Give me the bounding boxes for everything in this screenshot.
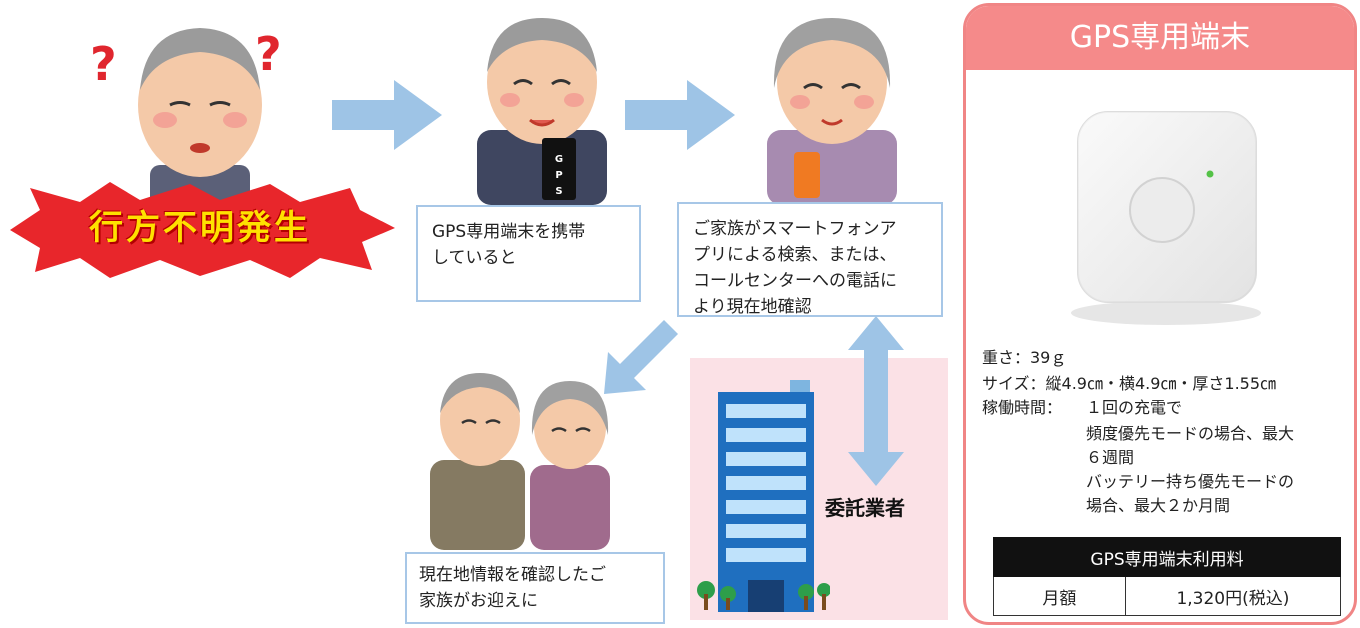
missing-alert-label: 行方不明発生	[89, 208, 311, 248]
step-box-pickup: 現在地情報を確認したご 家族がお迎えに	[405, 552, 665, 624]
spec-runtime-label: 稼働時間：	[982, 398, 1063, 417]
question-mark-left-icon: ?	[90, 37, 117, 91]
gps-device-image	[1071, 111, 1261, 325]
spec-weight: 重さ：39ｇ	[982, 348, 1067, 367]
spec-runtime-line: バッテリー持ち優先モードの	[1086, 472, 1295, 491]
fee-row-label: 月額	[993, 576, 1126, 616]
family-smartphone-illustration	[767, 18, 897, 205]
spec-runtime-line: 頻度優先モードの場合、最大	[1086, 424, 1295, 443]
vendor-label: 委託業者	[825, 496, 905, 520]
couple-reunited-illustration	[430, 373, 610, 550]
vendor-connection-arrow	[848, 316, 904, 486]
spec-runtime-line: １回の充電で	[1086, 398, 1183, 417]
gps-device-panel: GPS専用端末 重さ：39ｇ サイズ：縦4.9㎝・横4.9㎝・厚さ1.55㎝ 稼…	[963, 3, 1357, 625]
fee-table-header: GPS専用端末利用料	[993, 537, 1341, 577]
elderly-confused-illustration: ? ?	[90, 27, 282, 210]
alert-burst-shape	[10, 182, 395, 278]
panel-title: GPS専用端末	[966, 6, 1354, 70]
step-box-carry-device: GPS専用端末を携帯 していると	[416, 205, 641, 302]
spec-runtime-line: 場合、最大２か月間	[1086, 496, 1231, 515]
gps-device-badge: G P S	[554, 154, 564, 197]
flow-arrow-down-left	[604, 320, 678, 394]
fee-table: GPS専用端末利用料 月額 1,320円(税込)	[993, 537, 1342, 616]
fee-row-value: 1,320円(税込)	[1124, 576, 1342, 616]
flow-arrow-right-2	[625, 80, 735, 150]
flow-arrow-right-1	[332, 80, 442, 150]
spec-size: サイズ：縦4.9㎝・横4.9㎝・厚さ1.55㎝	[982, 374, 1277, 393]
step-box-locate: ご家族がスマートフォンア プリによる検索、または、 コールセンターへの電話に よ…	[677, 202, 943, 317]
office-building-illustration	[697, 380, 830, 612]
spec-runtime-line: ６週間	[1086, 448, 1135, 467]
elderly-with-gps-illustration	[477, 18, 607, 205]
question-mark-right-icon: ?	[255, 27, 282, 81]
